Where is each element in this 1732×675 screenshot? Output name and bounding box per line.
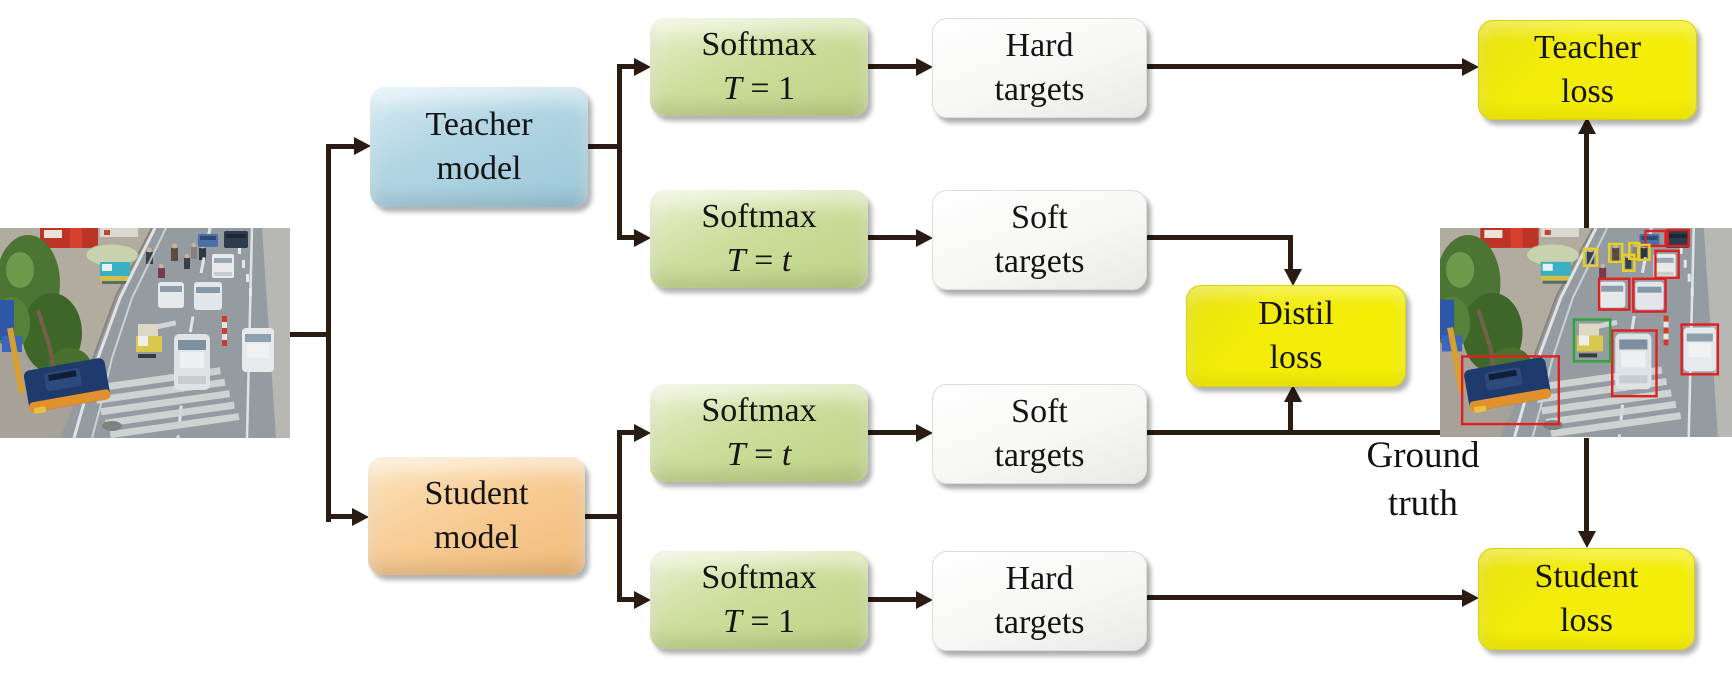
arrow-into-hard-targets-teacher [916,58,933,76]
hard-targets-teacher-node: Hard targets [932,18,1147,118]
arrow-into-hard-targets-student [916,591,933,609]
soft-targets-teacher-line2: targets [994,243,1085,280]
student-loss-node: Student loss [1478,548,1695,650]
connector-gt-to-student-loss [1584,438,1589,533]
distil-loss-line2: loss [1269,339,1323,376]
hard-targets-teacher-line2: targets [994,71,1085,108]
distil-loss-node: Distil loss [1186,285,1406,387]
arrow-into-teacher-loss [1462,58,1479,76]
ground-truth-bounding-boxes [1460,228,1720,426]
softmax-teacher-tt-node: Softmax T = t [650,190,868,288]
connector-softmax-to-hard-teacher [868,64,918,69]
soft-targets-teacher-line1: Soft [1011,198,1068,236]
connector-student-branch [617,430,622,602]
connector-to-softmax-student-tt [617,430,639,435]
student-model-label-line2: model [434,519,519,556]
soft-targets-student-line1: Soft [1011,392,1068,430]
hard-targets-teacher-line1: Hard [1005,26,1074,64]
arrow-into-student-loss [1462,589,1479,607]
connector-student-out [585,514,622,519]
softmax-teacher-tt-formula: T = t [726,242,792,279]
teacher-loss-line2: loss [1561,73,1614,110]
teacher-model-label-line2: model [436,150,522,187]
softmax-teacher-t1-node: Softmax T = 1 [650,18,868,116]
hard-targets-student-line1: Hard [1005,559,1074,597]
connector-to-softmax-teacher-t1 [617,64,639,69]
softmax-student-tt-node: Softmax T = t [650,384,868,482]
connector-softmax-to-hard-student [868,597,918,602]
teacher-loss-line1: Teacher [1533,28,1642,66]
connector-hard-to-teacher-loss [1145,64,1465,69]
arrow-into-softmax-teacher-tt [634,229,651,247]
connector-hard-to-student-loss [1145,595,1465,600]
softmax-student-t1-label: Softmax [701,558,817,596]
arrow-into-soft-targets-student [916,424,933,442]
arrow-into-distil-loss-top [1284,269,1302,286]
soft-targets-teacher-node: Soft targets [932,190,1147,290]
connector-to-student-model [326,514,356,519]
ground-truth-caption: Ground truth [1337,432,1509,528]
connector-teacher-out [588,144,620,149]
vehicle-bboxes [1460,228,1720,426]
softmax-student-tt-label: Softmax [701,391,817,429]
connector-soft-student-elbow-v [1288,401,1293,433]
student-model-node: Student model [368,457,585,575]
distil-loss-line1: Distil [1258,294,1334,332]
connector-input-branch [326,144,331,522]
softmax-student-tt-formula: T = t [726,436,792,473]
softmax-student-t1-node: Softmax T = 1 [650,551,868,649]
ground-truth-image [1440,228,1732,437]
teacher-model-label-line1: Teacher [425,105,533,143]
softmax-student-t1-formula: T = 1 [722,603,796,640]
arrow-into-teacher-model [354,137,371,155]
connector-soft-teacher-elbow-v [1288,235,1293,271]
softmax-teacher-tt-label: Softmax [701,197,817,235]
connector-softmax-to-soft-teacher [868,235,918,240]
arrow-into-softmax-student-t1 [634,591,651,609]
arrow-into-softmax-teacher-t1 [634,58,651,76]
arrow-gt-into-teacher-loss [1578,117,1596,134]
connector-soft-teacher-elbow-h [1145,235,1293,240]
softmax-teacher-t1-label: Softmax [701,25,817,63]
connector-teacher-branch [617,64,622,240]
hard-targets-student-node: Hard targets [932,551,1147,651]
connector-input-out [290,332,328,337]
student-model-label-line1: Student [424,474,529,512]
softmax-teacher-t1-formula: T = 1 [722,70,796,107]
connector-to-teacher-model [326,144,358,149]
hard-targets-student-line2: targets [994,604,1085,641]
connector-to-softmax-student-t1 [617,597,639,602]
soft-targets-student-node: Soft targets [932,384,1147,484]
teacher-model-node: Teacher model [370,87,588,207]
cart-bbox [1572,318,1612,363]
connector-softmax-to-soft-student [868,430,918,435]
teacher-loss-node: Teacher loss [1478,20,1697,120]
ground-truth-caption-line1: Ground [1366,435,1480,476]
ground-truth-caption-line2: truth [1388,483,1458,524]
student-loss-line2: loss [1560,602,1613,639]
connector-to-softmax-teacher-tt [617,235,639,240]
arrow-into-soft-targets-teacher [916,229,933,247]
person-bboxes [1582,241,1651,272]
arrow-into-distil-loss-bottom [1284,385,1302,402]
student-loss-line1: Student [1534,557,1639,595]
connector-gt-to-teacher-loss [1584,133,1589,228]
input-traffic-image [0,228,290,438]
arrow-into-softmax-student-tt [634,424,651,442]
arrow-into-student-model [352,508,369,526]
soft-targets-student-line2: targets [994,437,1085,474]
arrow-gt-into-student-loss [1578,531,1596,548]
